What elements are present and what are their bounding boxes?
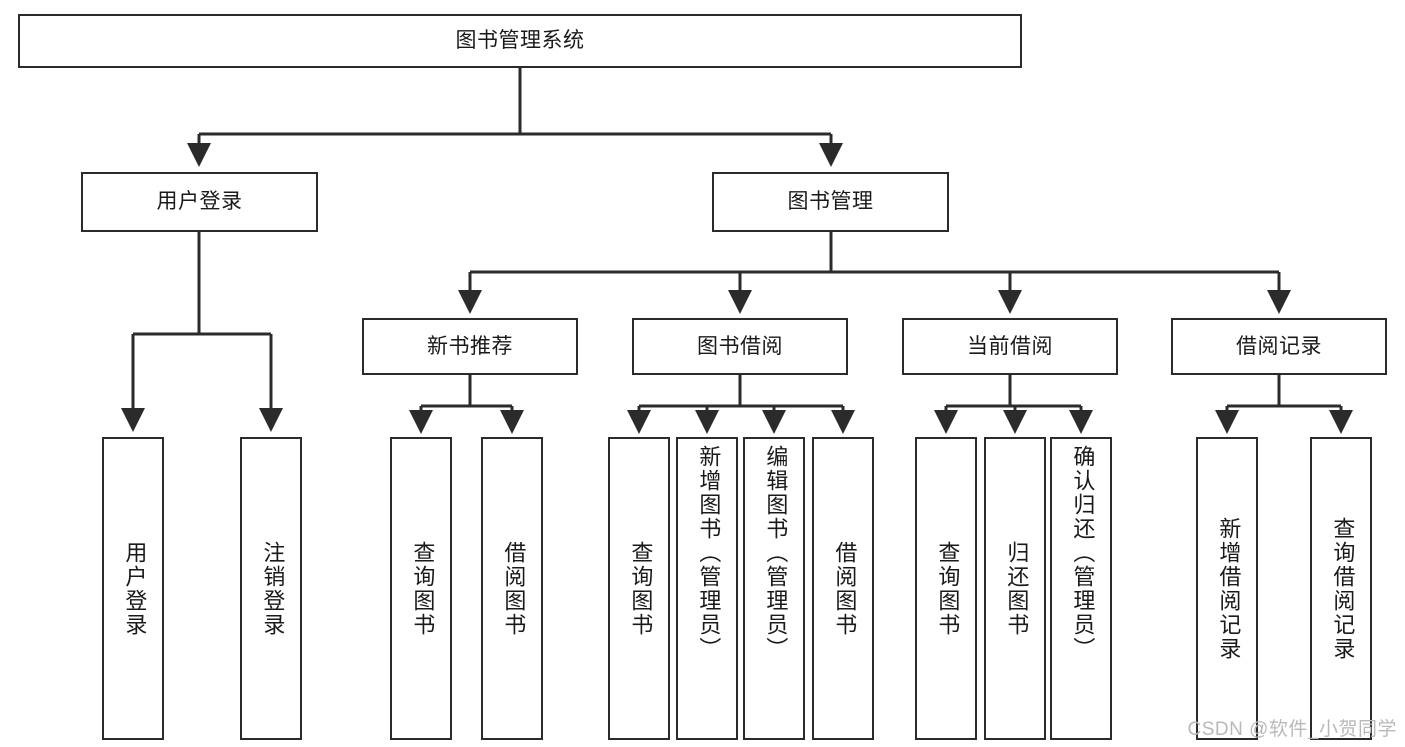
leaf-user-login-signin[interactable]: 用户登录 [102,437,164,740]
leaf-borrow-borrow-book[interactable]: 借阅图书 [812,437,874,740]
node-borrow-record[interactable]: 借阅记录 [1171,318,1387,375]
node-book-management[interactable]: 图书管理 [712,172,949,232]
node-label: 新书推荐 [427,334,513,358]
node-label: 查询借阅记录 [1330,516,1356,661]
leaf-borrow-add-book-admin[interactable]: 新增图书（管理员） [676,437,738,740]
leaf-new-book-borrow-book[interactable]: 借阅图书 [481,437,543,740]
node-label: 查询图书 [935,540,961,637]
node-label: 借阅图书 [501,540,527,637]
node-label: 查询图书 [628,540,654,637]
node-current-borrow[interactable]: 当前借阅 [902,318,1118,375]
leaf-current-query-book[interactable]: 查询图书 [915,437,977,740]
leaf-record-add-borrow-record[interactable]: 新增借阅记录 [1196,437,1258,740]
node-label: 用户登录 [156,190,243,214]
node-label: 归还图书 [1004,540,1030,637]
node-label: 确认归还（管理员） [1070,445,1096,661]
leaf-current-return-book[interactable]: 归还图书 [984,437,1046,740]
node-root-system[interactable]: 图书管理系统 [18,14,1022,68]
leaf-record-query-borrow-record[interactable]: 查询借阅记录 [1310,437,1372,740]
node-label: 借阅记录 [1236,334,1322,358]
leaf-user-login-signout[interactable]: 注销登录 [240,437,302,740]
node-label: 用户登录 [122,540,148,637]
node-label: 当前借阅 [967,334,1053,358]
leaf-borrow-query-book[interactable]: 查询图书 [608,437,670,740]
node-user-login[interactable]: 用户登录 [81,172,318,232]
node-label: 借阅图书 [832,540,858,637]
node-new-book-recommend[interactable]: 新书推荐 [362,318,578,375]
node-label: 注销登录 [260,540,286,637]
node-label: 查询图书 [410,540,436,637]
watermark: CSDN @软件_小贺同学 [1187,719,1397,740]
node-book-borrow[interactable]: 图书借阅 [632,318,848,375]
leaf-new-book-query-book[interactable]: 查询图书 [390,437,452,740]
leaf-current-confirm-return-admin[interactable]: 确认归还（管理员） [1050,437,1112,740]
node-label: 图书管理系统 [455,29,585,53]
node-label: 编辑图书（管理员） [763,445,789,661]
node-label: 图书借阅 [697,334,783,358]
leaf-borrow-edit-book-admin[interactable]: 编辑图书（管理员） [743,437,805,740]
node-label: 新增图书（管理员） [696,445,722,661]
node-label: 新增借阅记录 [1216,516,1242,661]
node-label: 图书管理 [787,190,874,214]
